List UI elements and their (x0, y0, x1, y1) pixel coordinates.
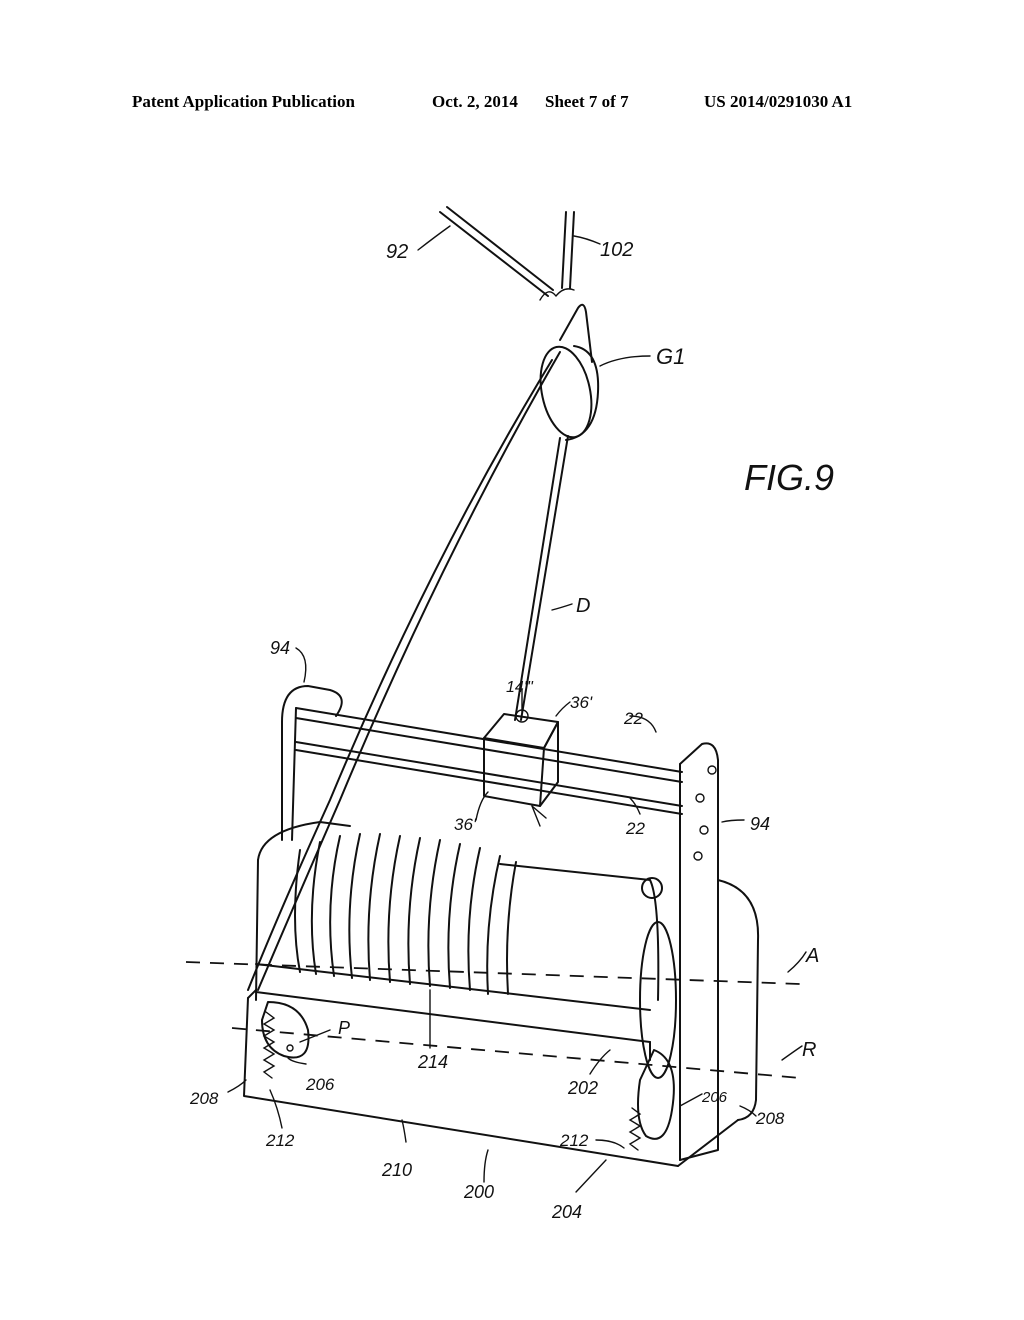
publication-title: Patent Application Publication (132, 92, 355, 111)
label-r: R (802, 1039, 816, 1061)
label-102: 102 (600, 239, 633, 261)
patent-number: US 2014/0291030 A1 (704, 92, 853, 111)
label-208-right: 208 (755, 1109, 785, 1128)
overhead-ropes (439, 206, 575, 301)
label-d: D (576, 595, 590, 617)
label-92: 92 (386, 241, 408, 263)
label-202: 202 (567, 1078, 598, 1098)
left-cam-and-spring (261, 1001, 310, 1079)
drum (255, 821, 760, 1121)
label-36-bottom: 36' (454, 815, 477, 834)
main-rope-edge (257, 351, 561, 991)
label-a: A (805, 945, 819, 967)
rope-d-edge (514, 437, 561, 721)
label-p: P (338, 1018, 350, 1038)
label-g1: G1 (656, 344, 685, 369)
axis-line-a (185, 961, 801, 985)
rope-coils (294, 833, 517, 995)
page-header: Patent Application Publication Oct. 2, 2… (0, 92, 1024, 116)
label-214: 214 (417, 1052, 448, 1072)
label-22-lower: 22 (625, 819, 645, 838)
label-206-left: 206 (305, 1075, 335, 1094)
label-94-left: 94 (270, 638, 290, 658)
label-14: 14''' (506, 679, 534, 696)
label-206-right: 206 (701, 1089, 728, 1106)
right-end-plate (679, 742, 719, 1161)
label-36-top: 36' (570, 693, 593, 712)
label-210: 210 (381, 1160, 412, 1180)
leader-lines (227, 225, 807, 1193)
left-bracket (281, 685, 343, 841)
base-frame (243, 989, 739, 1167)
right-cam-and-spring (628, 1049, 675, 1151)
label-204: 204 (551, 1202, 582, 1222)
label-208-left: 208 (189, 1089, 219, 1108)
top-rails (295, 707, 683, 815)
pulley-g1 (539, 303, 600, 441)
figure-title: FIG.9 (744, 457, 834, 498)
main-rope (247, 359, 553, 991)
label-212-right: 212 (559, 1131, 589, 1150)
label-94-right: 94 (750, 814, 770, 834)
label-212-left: 212 (265, 1131, 295, 1150)
carriage-block (483, 709, 559, 827)
label-22-upper: 22 (623, 709, 643, 728)
publication-date: Oct. 2, 2014 (432, 92, 518, 111)
sheet-number: Sheet 7 of 7 (545, 92, 629, 111)
label-200: 200 (463, 1182, 494, 1202)
rope-d (520, 435, 569, 721)
